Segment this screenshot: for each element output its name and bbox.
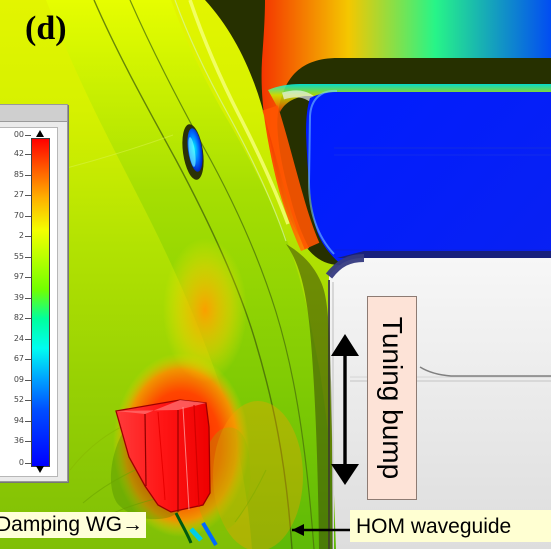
legend-tick	[25, 195, 31, 196]
legend-tick-label: 00	[13, 130, 24, 139]
tuning-bump-label-box	[367, 296, 417, 500]
legend-tick-label: 27	[13, 190, 24, 199]
legend-tick-label: 2	[18, 231, 24, 240]
legend-tick	[25, 400, 31, 401]
legend-tick	[25, 441, 31, 442]
color-scale-bar	[31, 138, 50, 467]
legend-tick	[25, 421, 31, 422]
legend-tick	[25, 154, 31, 155]
legend-tick-label: 94	[13, 416, 24, 425]
legend-tick	[25, 339, 31, 340]
legend-tick	[25, 318, 31, 319]
hom-waveguide-label: HOM waveguide	[356, 515, 512, 538]
damping-waveguide-label: Damping WG→	[0, 512, 147, 538]
legend-tick	[25, 257, 31, 258]
legend-tick	[25, 216, 31, 217]
legend-tick-label: 36	[13, 436, 24, 445]
legend-tick-label: 85	[13, 170, 24, 179]
legend-tick-label: 67	[13, 354, 24, 363]
legend-title-bar	[0, 105, 67, 122]
legend-tick	[25, 236, 31, 237]
legend-tick-label: 09	[13, 375, 24, 384]
panel-label: (d)	[25, 10, 67, 47]
legend-tick-label: 55	[13, 252, 24, 261]
color-scale-legend: 00 42 85 27 70 2 55 97 39 82 24 67 09 52…	[0, 104, 68, 482]
legend-tick	[25, 298, 31, 299]
legend-tick-label: 82	[13, 313, 24, 322]
legend-tick-label: 42	[13, 149, 24, 158]
tuning-bump-label: Tuning bump	[377, 316, 408, 480]
legend-tick-label: 24	[13, 334, 24, 343]
legend-tick-label: 97	[13, 272, 24, 281]
legend-tick	[25, 135, 31, 136]
legend-tick	[25, 380, 31, 381]
legend-down-arrow-icon	[36, 466, 44, 473]
legend-up-arrow-icon	[36, 130, 44, 137]
legend-tick	[25, 277, 31, 278]
legend-tick-label: 39	[13, 293, 24, 302]
legend-tick	[25, 463, 31, 464]
legend-tick	[25, 175, 31, 176]
hom-waveguide-label-box	[350, 510, 551, 542]
legend-tick	[25, 359, 31, 360]
legend-tick-label: 70	[13, 211, 24, 220]
legend-tick-label: 0	[18, 458, 24, 467]
legend-tick-label: 52	[13, 395, 24, 404]
